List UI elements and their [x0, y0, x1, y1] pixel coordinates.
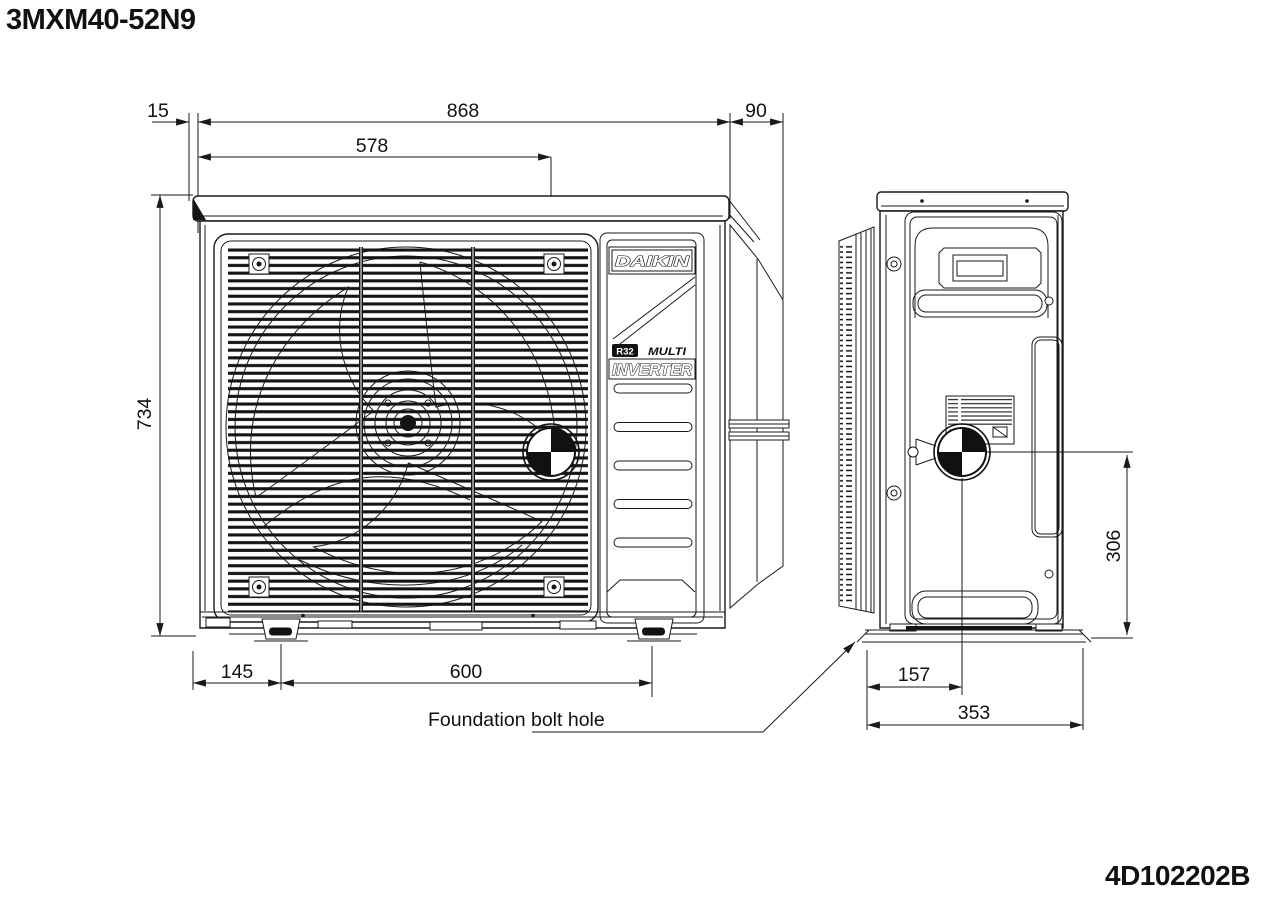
side-top-vent: [913, 228, 1048, 318]
front-perspective-side-panel: [729, 225, 789, 608]
drawing-number: 4D102202B: [1105, 860, 1250, 891]
dim-base-depth-label: 353: [958, 702, 991, 724]
r32-badge-label: R32: [616, 347, 633, 358]
foundation-bolt-note: Foundation bolt hole: [428, 642, 855, 732]
inverter-label: INVERTER: [612, 362, 692, 379]
dim-left-offset-label: 15: [147, 100, 169, 122]
dim-bolt-from-front-label: 157: [898, 664, 931, 686]
foundation-bolt-foot-right: [635, 619, 673, 639]
side-fins: [839, 227, 874, 613]
brand-panel: DAIKIN R32 MULTI INVERTER: [600, 233, 704, 623]
foundation-bolt-hole-label: Foundation bolt hole: [428, 709, 605, 731]
dim-cg-height-label: 306: [1103, 530, 1125, 563]
foundation-bolt-foot-left: [262, 619, 300, 639]
grille-screws: [249, 254, 564, 597]
front-height-dimension: 734: [134, 195, 196, 636]
dim-side-depth-label: 90: [745, 100, 767, 122]
multi-label: MULTI: [648, 346, 687, 358]
side-top-cap: [877, 192, 1068, 211]
pipe-stubs: [729, 420, 789, 440]
front-grille: [214, 234, 598, 622]
side-dimensions: 157 353 306: [867, 455, 1133, 730]
vent-slots: [614, 384, 692, 547]
side-view: 157 353 306: [839, 192, 1133, 730]
dim-cg-from-left-label: 578: [356, 135, 389, 157]
cg-marker-side: [908, 424, 1133, 695]
grille-slats: [228, 247, 588, 612]
side-nameplate: [946, 396, 1014, 444]
dim-bolt-from-left-label: 145: [221, 661, 254, 683]
dim-overall-height-label: 734: [134, 398, 156, 431]
front-base: [200, 612, 725, 641]
side-screws: [887, 257, 1053, 578]
front-view: 15 868 90 578 734: [134, 100, 789, 697]
front-bottom-dimensions: 145 600: [193, 644, 652, 697]
front-top-dimensions: 15 868 90 578: [147, 100, 783, 427]
dim-bolt-pitch-label: 600: [450, 661, 483, 683]
side-valve-cover: [1032, 337, 1062, 537]
cg-marker-front: [523, 424, 579, 480]
r32-badge: [612, 344, 638, 357]
dim-overall-width-label: 868: [447, 100, 480, 122]
side-handle-bottom: [912, 591, 1038, 624]
daikin-logo: DAIKIN: [615, 253, 691, 270]
model-number-title: 3MXM40-52N9: [6, 4, 196, 36]
side-base: [857, 591, 1091, 642]
corner-shade: [193, 198, 206, 220]
